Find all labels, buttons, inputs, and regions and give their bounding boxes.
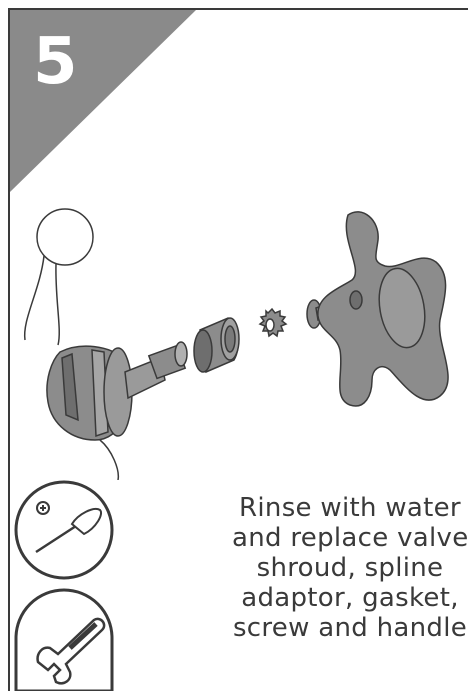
instruction-line: and replace valve xyxy=(232,523,468,553)
phillips-screwdriver-icon xyxy=(14,478,122,586)
exploded-valve-illustration xyxy=(0,0,468,480)
instruction-line: adaptor, gasket, xyxy=(232,583,468,613)
instruction-text: Rinse with water and replace valve shrou… xyxy=(232,493,468,643)
adjustable-wrench-icon xyxy=(14,584,122,691)
spline-adaptor xyxy=(194,318,239,372)
instruction-line: Rinse with water xyxy=(232,493,468,523)
valve-body xyxy=(25,209,187,480)
instruction-line: shroud, spline xyxy=(232,553,468,583)
cross-handle xyxy=(318,212,448,406)
gasket xyxy=(260,309,286,336)
instruction-line: screw and handle xyxy=(232,613,468,643)
